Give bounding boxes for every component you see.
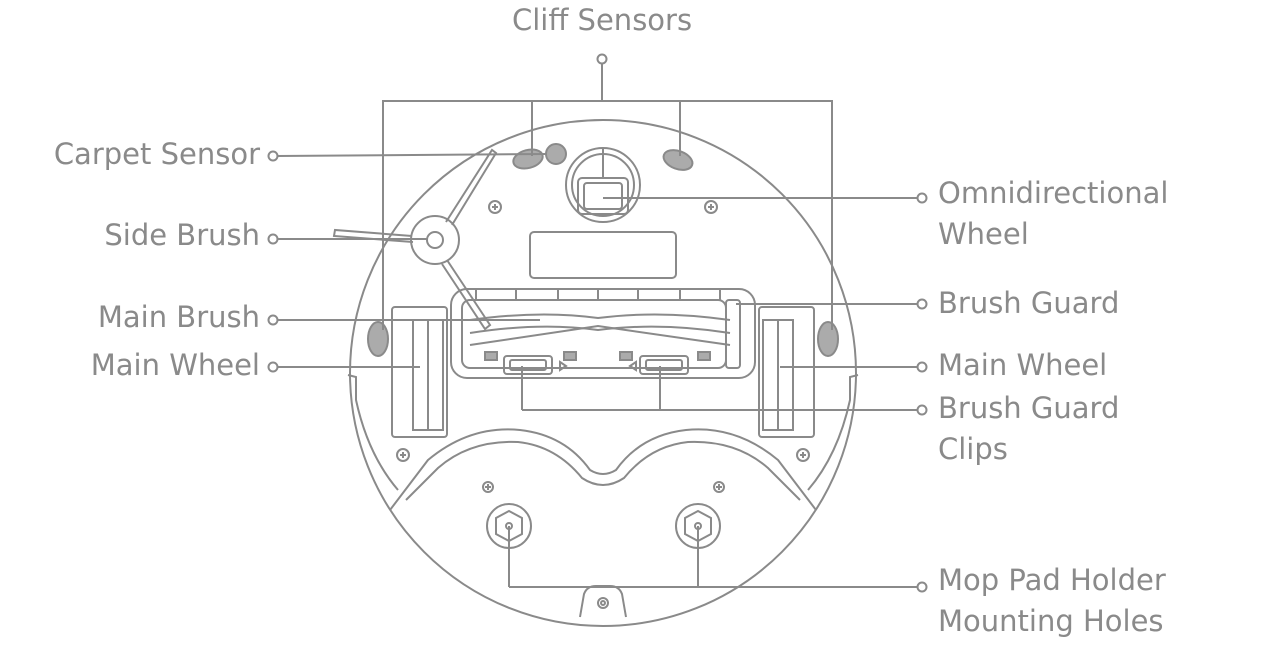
- mop-pad-text-line2: Mounting Holes: [938, 604, 1164, 638]
- label-main-wheel-right: Main Wheel: [938, 345, 1107, 386]
- brush-guard-clips-text-line1: Brush Guard: [938, 391, 1120, 425]
- omni-wheel-text-line1: Omnidirectional: [938, 176, 1169, 210]
- callout-lines: [267, 53, 928, 593]
- cliff-sensor-front-right: [662, 149, 694, 171]
- screws: [396, 200, 810, 493]
- label-carpet-sensor: Carpet Sensor: [0, 134, 260, 175]
- main-wheel-right-text: Main Wheel: [938, 348, 1108, 382]
- label-main-wheel-left: Main Wheel: [0, 345, 260, 386]
- brush-guard-assembly: [450, 288, 756, 379]
- cliff-sensors-text: Cliff Sensors: [512, 3, 693, 37]
- main-wheel-left: [391, 306, 448, 438]
- robot-outline: [349, 119, 857, 627]
- carpet-sensor-text: Carpet Sensor: [53, 137, 260, 171]
- side-brush-text: Side Brush: [104, 218, 260, 252]
- mop-pad-text-line1: Mop Pad Holder: [938, 563, 1166, 597]
- cliff-sensor-right: [817, 321, 839, 357]
- label-main-brush: Main Brush: [0, 297, 260, 338]
- robot-body: [332, 119, 859, 627]
- mop-pad-plate: [389, 428, 817, 511]
- label-omnidirectional-wheel: Omnidirectional Wheel: [938, 173, 1168, 255]
- label-mop-pad-holder: Mop Pad Holder Mounting Holes: [938, 560, 1166, 642]
- main-wheel-left-text: Main Wheel: [90, 348, 260, 382]
- brush-guard-clips-text-line2: Clips: [938, 432, 1008, 466]
- label-side-brush: Side Brush: [0, 215, 260, 256]
- omni-wheel-text-line2: Wheel: [938, 217, 1029, 251]
- label-brush-guard-clips: Brush Guard Clips: [938, 388, 1119, 470]
- cliff-sensor-front-left: [512, 148, 544, 170]
- omnidirectional-wheel: [565, 147, 641, 223]
- label-cliff-sensors: Cliff Sensors: [512, 0, 692, 41]
- main-wheel-right: [758, 306, 815, 438]
- battery-cover: [529, 231, 677, 279]
- label-brush-guard: Brush Guard: [938, 283, 1119, 324]
- brush-guard-text: Brush Guard: [938, 286, 1120, 320]
- main-brush-text: Main Brush: [97, 300, 260, 334]
- cliff-sensor-left: [367, 321, 389, 357]
- carpet-sensor: [545, 143, 567, 165]
